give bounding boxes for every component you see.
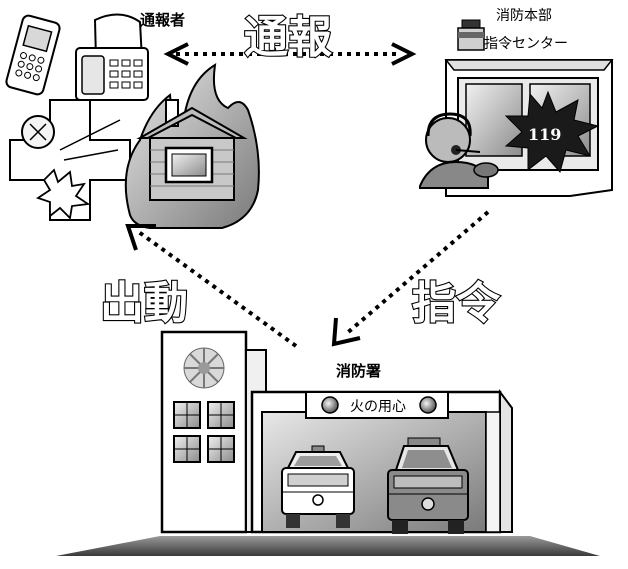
emergency-call-burst: 119 bbox=[504, 90, 600, 174]
mobile-phone-icon bbox=[5, 14, 61, 96]
injured-person-icon bbox=[9, 99, 131, 221]
emergency-number: 119 bbox=[528, 125, 561, 144]
dispatch-label: 出動 bbox=[100, 278, 188, 329]
command-center-icon: 119 bbox=[419, 59, 614, 197]
station-signboard: 火の用心 bbox=[305, 391, 449, 419]
hq-label-line1: 消防本部 bbox=[496, 8, 552, 24]
burning-house-icon bbox=[124, 63, 260, 229]
command-arrow bbox=[331, 210, 490, 347]
fax-machine-icon bbox=[75, 13, 149, 101]
operator-headset-icon bbox=[419, 112, 499, 189]
siren-light-icon bbox=[457, 19, 485, 51]
station-label: 消防署 bbox=[336, 362, 381, 380]
ambulance-icon bbox=[281, 445, 355, 528]
fire-engine-icon bbox=[387, 437, 469, 534]
fire-emblem-icon bbox=[183, 347, 225, 389]
fire-station-building bbox=[56, 330, 600, 556]
dispatch-arrow bbox=[125, 224, 298, 348]
command-label: 指令 bbox=[412, 278, 501, 329]
report-label: 通報 bbox=[244, 12, 332, 63]
report-arrow bbox=[163, 42, 417, 66]
reporter-label: 通報者 bbox=[140, 11, 185, 29]
station-sign-text: 火の用心 bbox=[350, 399, 406, 415]
hq-label-line2: 指令センター bbox=[484, 36, 568, 52]
